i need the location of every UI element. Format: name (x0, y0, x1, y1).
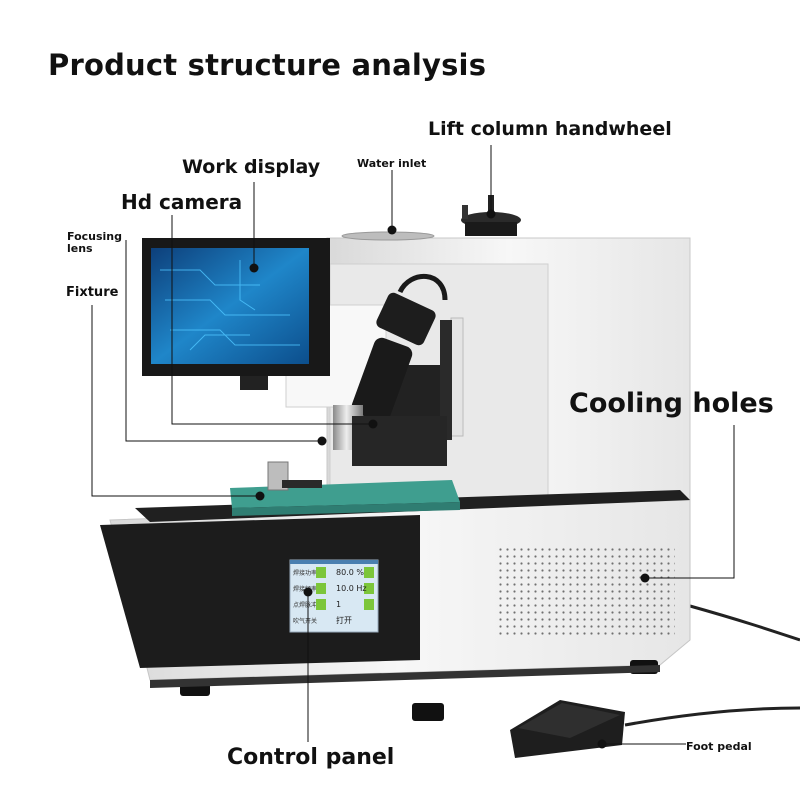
leader-fixture (91, 305, 260, 497)
cooling-holes-grid (495, 545, 675, 635)
dot-lift (486, 209, 496, 219)
dot-fixture (255, 491, 265, 501)
label-focusing-lens: Focusing lens (67, 230, 122, 255)
touch-panel (289, 559, 379, 633)
pedal-cable (689, 604, 800, 642)
camera-body (376, 292, 436, 346)
dot-control (303, 587, 313, 597)
dot-work (249, 263, 259, 273)
screen-circuit-lines (160, 260, 300, 351)
pedal-cable-2 (624, 706, 800, 727)
dot-focus (317, 436, 327, 446)
page-title: Product structure analysis (48, 48, 487, 82)
monitor-screen (151, 248, 309, 364)
dot-cooling (640, 573, 650, 583)
panel-row-value: 10.0 Hz (336, 584, 367, 593)
base-shadow (150, 665, 660, 688)
foot-pedal-top (518, 703, 620, 738)
panel-increase-button[interactable] (364, 567, 374, 578)
leader-hd (171, 215, 370, 425)
panel-decrease-button[interactable] (316, 599, 326, 610)
label-lift-column-handwheel: Lift column handwheel (428, 118, 672, 140)
panel-row-label: 吹气开关 (293, 617, 317, 625)
water-inlet-disk (341, 231, 435, 241)
leader-cooling (645, 425, 735, 579)
label-water-inlet: Water inlet (357, 157, 427, 170)
panel-row-value: 80.0 % (336, 568, 364, 577)
dot-foot (597, 739, 607, 749)
label-control-panel: Control panel (227, 745, 395, 770)
panel-increase-button[interactable] (364, 599, 374, 610)
dot-hd (368, 419, 378, 429)
panel-row-label: 焊接功率 (293, 569, 317, 577)
panel-increase-button[interactable] (364, 583, 374, 594)
leader-dots (249, 209, 650, 749)
label-work-display: Work display (182, 156, 321, 178)
label-fixture: Fixture (66, 285, 119, 300)
label-hd-camera: Hd camera (121, 190, 243, 214)
handwheel-knob (462, 205, 468, 219)
leader-focus (125, 240, 322, 442)
leader-lines (91, 145, 735, 745)
touch-panel-header (290, 560, 378, 564)
camera-cable (397, 274, 448, 301)
panel-row-value: 打开 (336, 615, 352, 625)
panel-row-value: 1 (336, 600, 341, 609)
dot-water (387, 225, 397, 235)
panel-decrease-button[interactable] (316, 583, 326, 594)
handwheel-base (465, 222, 517, 236)
label-foot-pedal: Foot pedal (686, 740, 752, 753)
fixture-arm (282, 480, 322, 488)
camera-lens (351, 337, 413, 423)
monitor-stand (240, 376, 268, 390)
green-workbench-edge (232, 502, 460, 516)
panel-decrease-button[interactable] (316, 567, 326, 578)
foot-mid (412, 703, 444, 721)
label-cooling-holes: Cooling holes (569, 388, 774, 419)
head-arm-mount (440, 320, 452, 440)
scale-ruler (450, 317, 464, 437)
